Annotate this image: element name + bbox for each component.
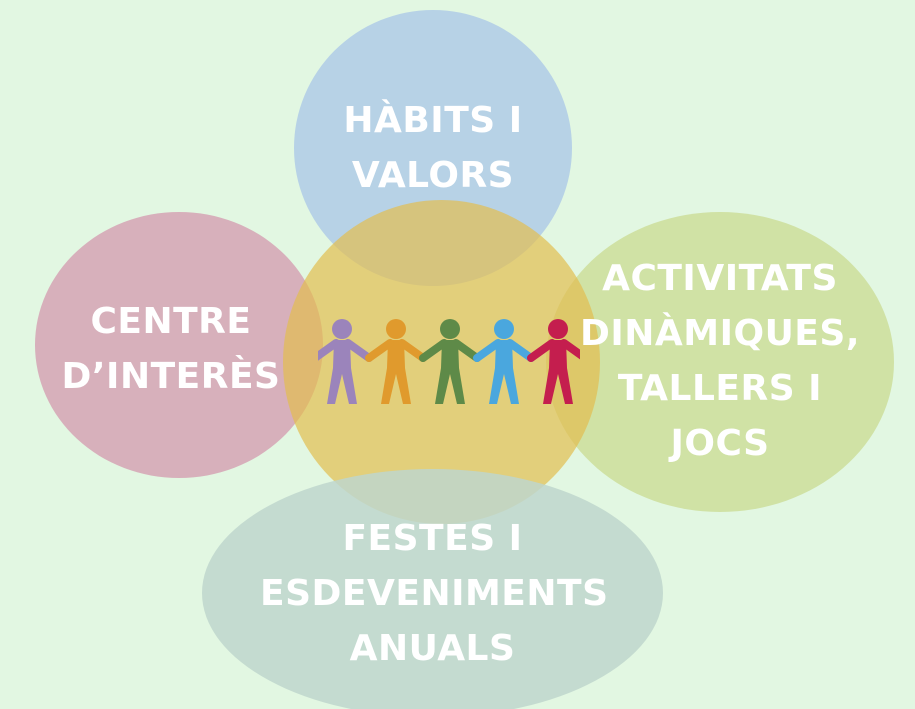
circle-centre-interes bbox=[35, 212, 323, 478]
person-figure-icon bbox=[365, 319, 427, 404]
person-figure-icon bbox=[419, 319, 481, 404]
label-activitats: ACTIVITATS DINÀMIQUES, TALLERS I JOCS bbox=[579, 258, 861, 464]
person-figure-icon bbox=[473, 319, 535, 404]
label-habits-valors: HÀBITS I VALORS bbox=[343, 100, 523, 196]
circle-activitats bbox=[546, 212, 894, 512]
person-figure-icon bbox=[527, 319, 580, 404]
person-figure-icon bbox=[318, 319, 373, 404]
label-festes: FESTES I ESDEVENIMENTS ANUALS bbox=[260, 518, 609, 669]
label-centre-interes: CENTRE D’INTERÈS bbox=[61, 301, 281, 397]
people-chain-icon bbox=[318, 319, 580, 404]
circle-festes bbox=[202, 469, 663, 709]
